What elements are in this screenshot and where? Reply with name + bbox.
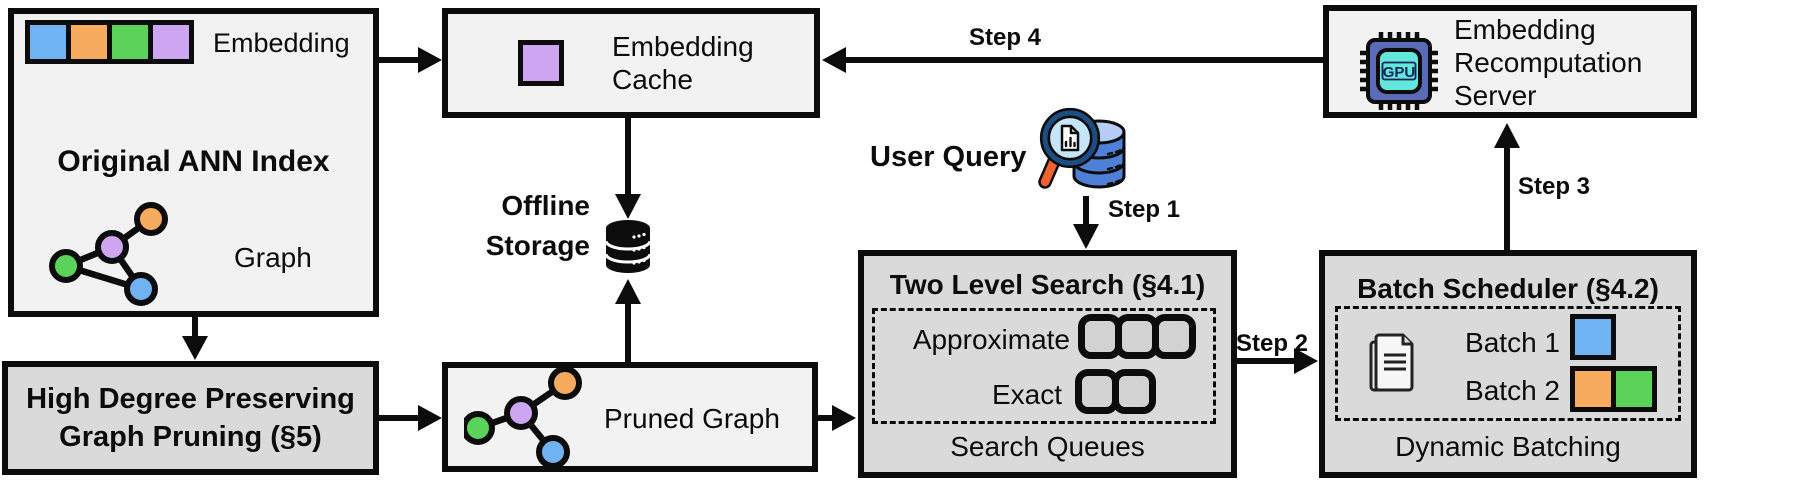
search-queues-caption: Search Queues bbox=[950, 431, 1145, 462]
step2-label: Step 2 bbox=[1236, 330, 1309, 357]
database-icon bbox=[604, 220, 652, 273]
graph-pruning-title: High Degree Preserving Graph Pruning (§5… bbox=[26, 383, 355, 453]
approximate-queue-slots bbox=[1078, 314, 1196, 359]
embedding-vector-strip bbox=[25, 20, 194, 64]
embedding-label: Embedding bbox=[213, 28, 350, 58]
query-magnifier-database-icon bbox=[1038, 107, 1126, 189]
orange-cell bbox=[71, 25, 107, 59]
two-level-search-title: Two Level Search (§4.1) bbox=[889, 269, 1206, 300]
embedding-cache-box bbox=[442, 8, 820, 118]
batch-scheduler-title: Batch Scheduler (§4.2) bbox=[1357, 273, 1659, 304]
recomputation-server-label: Embedding Recomputation Server bbox=[1454, 14, 1643, 111]
arrow-step1-query-to-search bbox=[1073, 196, 1099, 249]
user-query-label: User Query bbox=[870, 141, 1027, 173]
cached-embedding-cell bbox=[518, 40, 564, 86]
search-queues-dashed-box bbox=[872, 308, 1216, 424]
dynamic-batching-caption: Dynamic Batching bbox=[1395, 431, 1621, 462]
original-ann-index-title: Original ANN Index bbox=[57, 145, 330, 178]
batch1-cells bbox=[1570, 314, 1616, 360]
purple-cell bbox=[153, 25, 189, 59]
arrow-pruning-to-pruned-graph bbox=[379, 405, 442, 431]
arrow-pruned-graph-to-search bbox=[818, 405, 856, 431]
step1-label: Step 1 bbox=[1108, 196, 1181, 223]
batch2-cells bbox=[1570, 366, 1657, 412]
batch1-label: Batch 1 bbox=[1465, 327, 1560, 358]
graph-pruning-box bbox=[2, 361, 379, 475]
arrow-step2-search-to-scheduler bbox=[1237, 348, 1318, 374]
queue-slot bbox=[1112, 369, 1156, 414]
batch-scheduler-box bbox=[1319, 250, 1697, 478]
purple-cell bbox=[523, 45, 559, 81]
arrow-step4-server-to-cache bbox=[822, 47, 1323, 73]
step4-label: Step 4 bbox=[968, 24, 1042, 51]
queue-slot bbox=[1075, 369, 1119, 414]
batch2-label: Batch 2 bbox=[1465, 375, 1560, 406]
blue-cell bbox=[30, 25, 66, 59]
step3-label: Step 3 bbox=[1518, 173, 1591, 200]
gpu-chip-icon: GPU bbox=[1360, 32, 1438, 110]
pruned-graph-label: Pruned Graph bbox=[604, 403, 780, 434]
arrow-ann-to-cache bbox=[379, 47, 442, 73]
exact-queue-slots bbox=[1075, 369, 1156, 414]
arrow-cache-to-storage bbox=[615, 118, 641, 219]
documents-icon bbox=[1369, 333, 1414, 392]
gpu-chip-label: GPU bbox=[1383, 64, 1416, 81]
embedding-cache-label: Embedding Cache bbox=[612, 31, 754, 95]
orange-cell bbox=[1575, 371, 1611, 407]
original-graph-icon bbox=[49, 202, 168, 306]
two-level-search-box bbox=[858, 250, 1237, 478]
pruned-graph-icon bbox=[464, 368, 582, 469]
queue-slot bbox=[1152, 314, 1196, 359]
offline-storage-label: Offline Storage bbox=[485, 190, 590, 261]
green-cell bbox=[1616, 371, 1652, 407]
green-cell bbox=[112, 25, 148, 59]
blue-cell bbox=[1575, 319, 1611, 355]
dynamic-batching-dashed-box bbox=[1335, 306, 1681, 421]
arrow-ann-to-pruning bbox=[182, 317, 208, 360]
exact-queue-label: Exact bbox=[991, 379, 1062, 410]
arrow-pruned-graph-to-storage bbox=[615, 279, 641, 362]
arrow-step3-scheduler-to-server bbox=[1494, 123, 1520, 250]
graph-label: Graph bbox=[234, 242, 312, 273]
approximate-queue-label: Approximate bbox=[912, 324, 1070, 355]
